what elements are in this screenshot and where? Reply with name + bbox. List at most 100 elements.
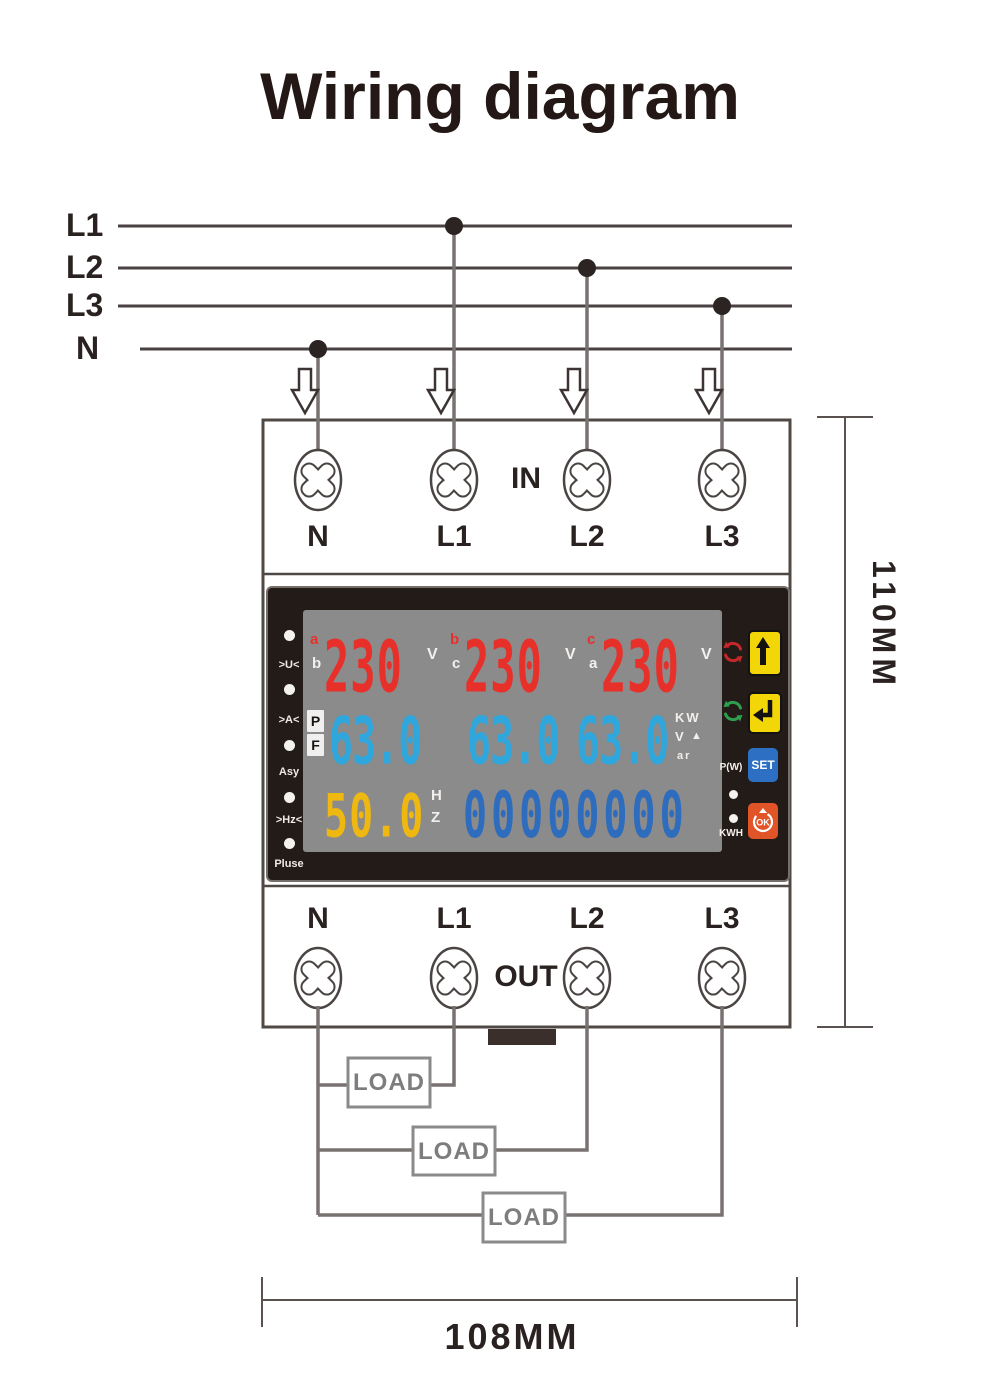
phase-rotation-icon-red [723, 641, 743, 663]
feed-label-l3: L3 [66, 287, 104, 323]
voltage-value-3: 230 [601, 625, 680, 709]
pw-led [729, 790, 738, 799]
pw-label: P(W) [719, 762, 743, 773]
unit-ar: ar [677, 750, 692, 762]
screw-terminal-out-n [293, 946, 343, 1010]
enter-button [748, 692, 782, 734]
screw-terminal-in-n [293, 448, 343, 512]
in-label: IN [511, 462, 541, 495]
kwh-led [729, 814, 738, 823]
up-arrow-icon [756, 637, 770, 665]
junction-dot-n [309, 340, 327, 358]
load-label-2: LOAD [418, 1138, 490, 1165]
energy-value: 00000000 [463, 779, 688, 853]
voltage-value-1: 230 [324, 625, 403, 709]
junction-dot-l2 [578, 259, 596, 277]
screw-terminal-in-l3 [697, 448, 747, 512]
in-terminal-label-l2: L2 [569, 520, 605, 553]
page-title: Wiring diagram [260, 59, 740, 133]
led-label-a: >A< [278, 714, 300, 726]
dim-width-label: 108MM [444, 1316, 580, 1357]
led-label-pulse: Pluse [274, 858, 304, 870]
pf-value-1: 63.0 [329, 705, 422, 780]
lcd-display: a b 230 V b c 230 V c a 230 V P F 63.0 6… [303, 610, 722, 852]
pf-value-2: 63.0 [467, 705, 560, 780]
phase-mark: c [587, 631, 596, 648]
out-terminal-label-l1: L1 [436, 902, 472, 935]
out-terminal-label-n: N [307, 902, 329, 935]
wire-out-l1 [430, 1006, 456, 1087]
indicator-led-asy [284, 740, 295, 751]
load-boxes [346, 1056, 567, 1244]
frequency-value: 50.0 [324, 782, 425, 852]
unit-kw: KW [675, 710, 701, 725]
freq-unit-h: H [431, 787, 442, 804]
input-drop-wires [316, 226, 724, 452]
load-label-3: LOAD [488, 1204, 560, 1231]
wire-out-l3 [565, 1006, 724, 1217]
ok-button: OK [748, 803, 778, 839]
feed-label-n: N [76, 330, 100, 366]
phase-mark: a [310, 631, 319, 648]
phase-mark: b [312, 655, 322, 672]
ok-button-label: OK [756, 818, 770, 828]
screw-terminal-out-l1 [429, 946, 479, 1010]
flow-arrows [289, 367, 725, 416]
indicator-led-a [284, 684, 295, 695]
led-label-u: >U< [278, 659, 300, 671]
dimension-lines [261, 416, 873, 1327]
down-arrow-icon [693, 367, 725, 416]
din-rail-clip [488, 1029, 556, 1045]
kwh-label: KWH [719, 828, 743, 839]
indicator-led-hz [284, 792, 295, 803]
out-terminal-label-l3: L3 [704, 902, 740, 935]
voltage-unit-2: V [565, 646, 576, 663]
screw-terminal-in-l1 [429, 448, 479, 512]
ok-circular-arrow-icon: OK [752, 808, 774, 833]
pf-label-p: P [307, 710, 324, 732]
voltage-unit-3: V [701, 646, 712, 663]
feed-label-l1: L1 [66, 207, 104, 243]
down-arrow-icon [558, 367, 590, 416]
pf-value-3: 63.0 [576, 705, 669, 780]
indicator-led-pulse [284, 838, 295, 849]
up-button [748, 630, 782, 676]
voltage-value-2: 230 [464, 625, 543, 709]
enter-arrow-icon [753, 700, 773, 722]
phase-mark: c [452, 655, 461, 672]
set-button: SET [748, 748, 778, 782]
voltage-unit-1: V [427, 646, 438, 663]
led-label-asy: Asy [278, 766, 300, 778]
screw-terminal-out-l2 [562, 946, 612, 1010]
in-terminal-label-l3: L3 [704, 520, 740, 553]
load-box-3 [481, 1191, 567, 1244]
out-terminal-label-l2: L2 [569, 902, 605, 935]
phase-mark: b [450, 631, 460, 648]
phase-rotation-icon-green [723, 700, 743, 722]
in-terminal-label-n: N [307, 520, 329, 553]
freq-unit-z: Z [431, 809, 441, 826]
junction-dot-l3 [713, 297, 731, 315]
screw-terminal-out-l3 [697, 946, 747, 1010]
down-arrow-icon [289, 367, 321, 416]
load-box-2 [411, 1125, 497, 1177]
wire-out-l2 [495, 1006, 589, 1152]
indicator-led-u [284, 630, 295, 641]
screw-terminal-in-l2 [562, 448, 612, 512]
load-box-1 [346, 1056, 432, 1109]
load-wires [316, 1006, 724, 1217]
unit-va-triangle: ▲ [691, 730, 702, 742]
dim-height-label: 110MM [866, 560, 902, 690]
down-arrow-icon [425, 367, 457, 416]
pf-label-f: F [307, 734, 324, 756]
in-terminal-label-l1: L1 [436, 520, 472, 553]
meter-front-panel: >U< >A< Asy >Hz< Pluse a b 230 V b c 230… [268, 588, 788, 880]
feed-label-l2: L2 [66, 249, 104, 285]
out-label: OUT [494, 960, 558, 993]
junction-dot-l1 [445, 217, 463, 235]
load-label-1: LOAD [353, 1069, 425, 1096]
junction-dots [309, 217, 731, 358]
led-label-hz: >Hz< [275, 814, 303, 826]
unit-v: V [675, 729, 686, 744]
